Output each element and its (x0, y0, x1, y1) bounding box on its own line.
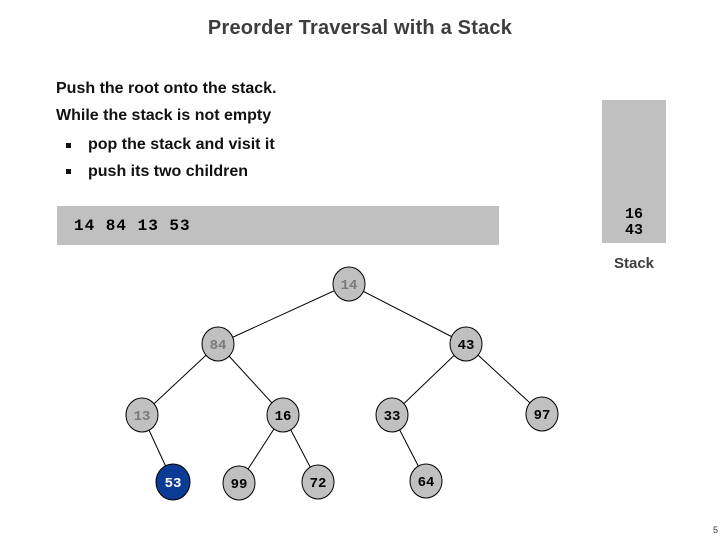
node-circle (201, 326, 235, 362)
tree-edge-14-43 (348, 283, 467, 345)
node-circle (222, 465, 256, 501)
tree-node-64: 64 (409, 463, 443, 499)
node-label: 97 (534, 408, 551, 424)
node-label: 53 (165, 476, 182, 492)
stack-item: 16 (624, 206, 643, 223)
node-label: 99 (231, 477, 248, 493)
node-label: 84 (210, 338, 227, 354)
node-circle (266, 397, 300, 433)
tree-node-13: 13 (125, 397, 159, 433)
tree-node-33: 33 (375, 397, 409, 433)
node-circle (332, 266, 366, 302)
node-circle (375, 397, 409, 433)
tree-edge-14-84 (217, 283, 350, 345)
square-bullet-icon (66, 169, 71, 175)
tree-node-14: 14 (332, 266, 366, 302)
bullet-label: pop the stack and visit it (88, 136, 275, 154)
tree-edge-84-13 (141, 343, 219, 416)
node-label: 13 (134, 409, 151, 425)
node-circle (155, 463, 191, 501)
node-label: 33 (384, 409, 401, 425)
node-label: 14 (341, 278, 358, 294)
tree-edge-43-97 (465, 343, 543, 415)
visited-sequence: 14 84 13 53 (74, 216, 191, 235)
stack-item: 43 (624, 222, 643, 239)
tree-node-97: 97 (525, 396, 559, 432)
algorithm-bullet-1: pop the stack and visit it (56, 132, 276, 159)
node-circle (301, 464, 335, 500)
tree-node-72: 72 (301, 464, 335, 500)
stack-label: Stack (613, 255, 655, 272)
square-bullet-icon (66, 142, 71, 148)
stack-box: 16 43 (602, 100, 666, 243)
node-label: 72 (310, 476, 327, 492)
node-label: 43 (458, 338, 475, 354)
algorithm-line-2: While the stack is not empty (56, 106, 272, 124)
node-label: 64 (418, 475, 435, 491)
page-number: 5 (712, 525, 718, 535)
bullet-label: push its two children (88, 162, 249, 180)
visited-output-box: 14 84 13 53 (57, 206, 499, 245)
tree-node-84: 84 (201, 326, 235, 362)
tree-node-53-current: 53 (155, 463, 191, 501)
algorithm-bullet-2: push its two children (56, 159, 276, 186)
node-circle (525, 396, 559, 432)
tree-node-99: 99 (222, 465, 256, 501)
algorithm-text: Push the root onto the stack. While the … (56, 79, 276, 185)
node-circle (409, 463, 443, 499)
algorithm-line-1: Push the root onto the stack. (56, 80, 277, 97)
node-label: 16 (275, 409, 292, 425)
tree-node-43: 43 (449, 326, 483, 362)
tree-node-16: 16 (266, 397, 300, 433)
tree-edge-43-33 (391, 343, 467, 416)
node-circle (125, 397, 159, 433)
node-circle (449, 326, 483, 362)
page-title: Preorder Traversal with a Stack (207, 17, 513, 39)
